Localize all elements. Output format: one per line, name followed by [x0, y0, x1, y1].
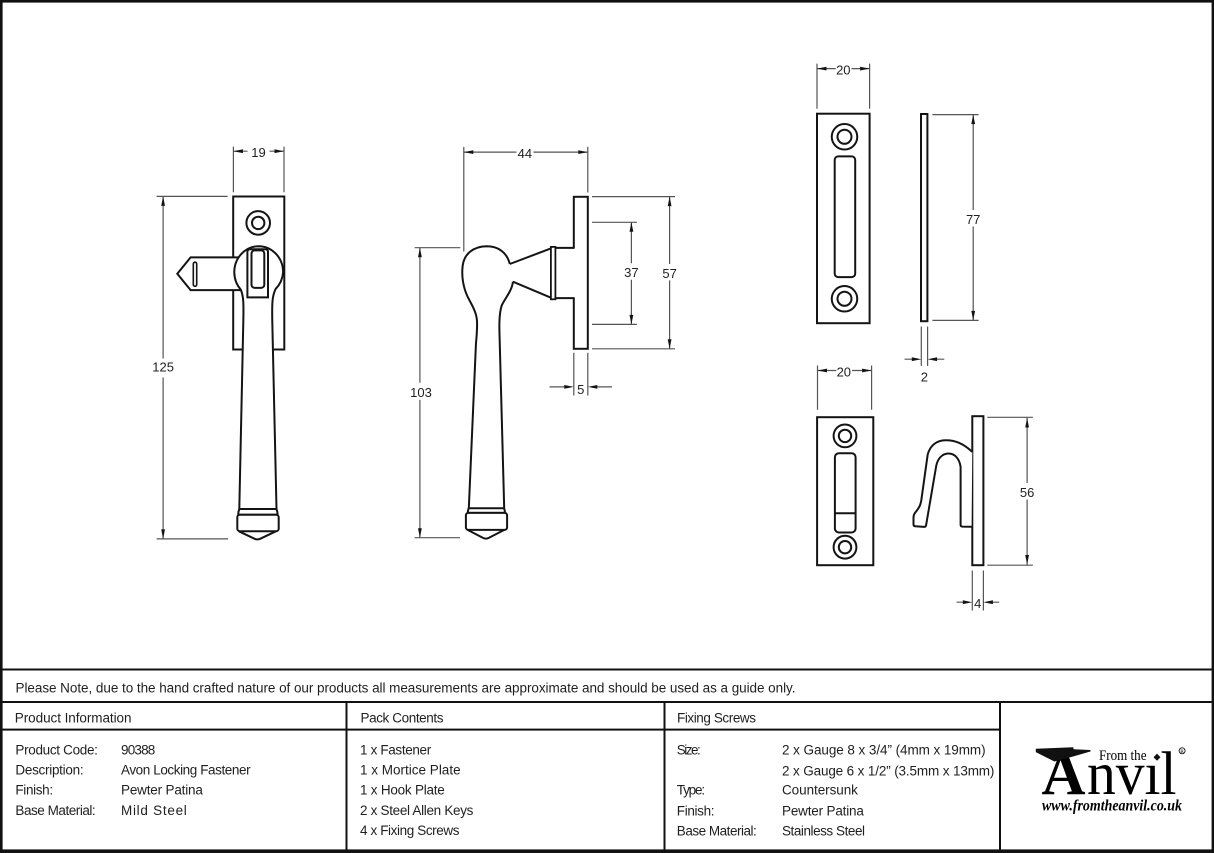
svg-text:5: 5 [577, 382, 584, 397]
svg-text:nvıl: nvıl [1087, 741, 1177, 808]
svg-text:Description:: Description: [15, 763, 83, 778]
svg-text:Stainless Steel: Stainless Steel [782, 824, 865, 839]
svg-text:Product Information: Product Information [15, 710, 132, 725]
svg-text:Fixing Screws: Fixing Screws [677, 710, 756, 725]
svg-text:1 x Hook Plate: 1 x Hook Plate [360, 783, 445, 798]
svg-text:Base Material:: Base Material: [677, 824, 757, 839]
svg-text:37: 37 [624, 265, 638, 280]
svg-text:Size:: Size: [677, 743, 701, 758]
svg-text:77: 77 [966, 212, 980, 227]
svg-text:Mild Steel: Mild Steel [121, 803, 187, 818]
svg-text:www.fromtheanvil.co.uk: www.fromtheanvil.co.uk [1042, 798, 1182, 815]
svg-text:Base Material:: Base Material: [15, 803, 95, 818]
svg-text:Pewter Patina: Pewter Patina [782, 804, 864, 819]
svg-text:Avon Locking Fastener: Avon Locking Fastener [121, 763, 251, 778]
svg-text:Please Note, due to the hand c: Please Note, due to the hand crafted nat… [16, 681, 796, 696]
svg-text:20: 20 [836, 62, 850, 77]
svg-text:4: 4 [974, 596, 981, 611]
svg-text:Pack Contents: Pack Contents [361, 710, 444, 725]
svg-text:57: 57 [662, 266, 676, 281]
svg-text:Product Code:: Product Code: [15, 743, 98, 758]
svg-text:Countersunk: Countersunk [782, 783, 858, 798]
svg-text:4 x Fixing Screws: 4 x Fixing Screws [360, 823, 460, 838]
svg-text:125: 125 [152, 360, 174, 375]
svg-text:2 x Gauge 8 x 3/4” (4mm x 19mm: 2 x Gauge 8 x 3/4” (4mm x 19mm) [782, 743, 986, 758]
svg-text:1 x Mortice Plate: 1 x Mortice Plate [360, 763, 461, 778]
svg-text:2 x Steel Allen Keys: 2 x Steel Allen Keys [360, 803, 474, 818]
svg-text:From the: From the [1099, 748, 1147, 764]
svg-text:Type:: Type: [677, 783, 705, 798]
svg-text:Finish:: Finish: [15, 783, 53, 798]
svg-text:56: 56 [1020, 485, 1034, 500]
svg-text:Finish:: Finish: [677, 804, 715, 819]
svg-text:90388: 90388 [121, 743, 155, 758]
svg-text:19: 19 [251, 145, 265, 160]
svg-text:20: 20 [837, 365, 851, 380]
svg-text:1 x Fastener: 1 x Fastener [360, 743, 432, 758]
svg-text:Pewter Patina: Pewter Patina [121, 783, 203, 798]
svg-text:R: R [1180, 749, 1184, 755]
svg-text:2 x Gauge 6 x 1/2” (3.5mm x 13: 2 x Gauge 6 x 1/2” (3.5mm x 13mm) [782, 764, 994, 779]
svg-text:2: 2 [921, 370, 928, 385]
svg-text:103: 103 [410, 385, 432, 400]
svg-text:44: 44 [518, 146, 532, 161]
